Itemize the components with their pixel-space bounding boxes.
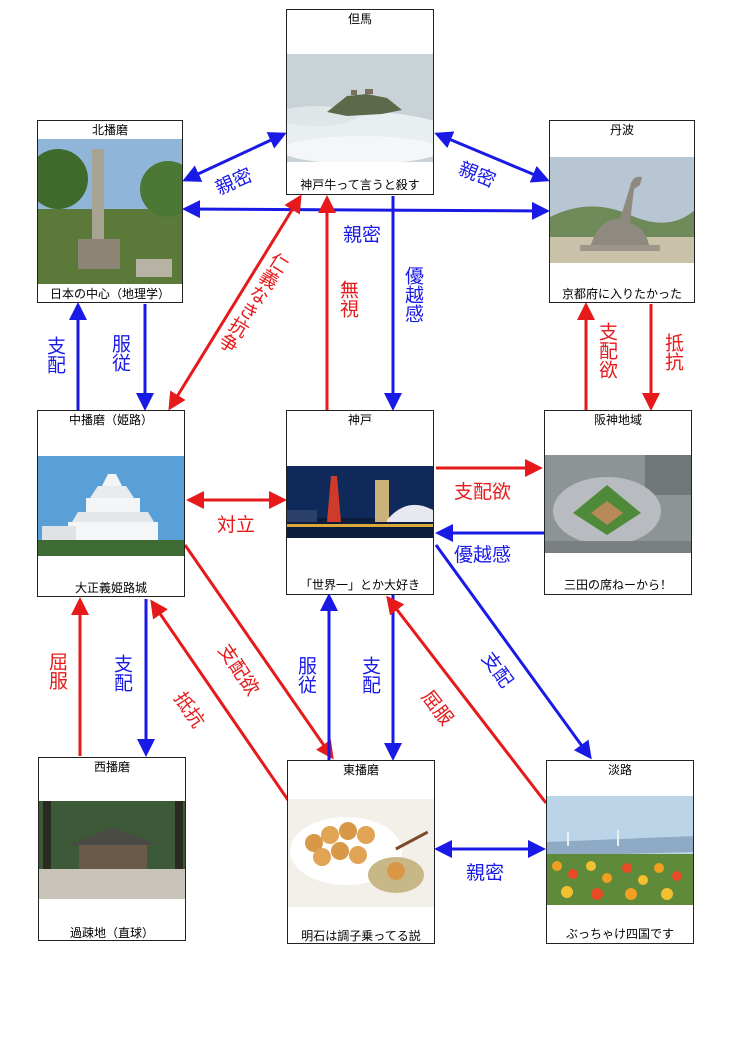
castle-photo <box>287 54 433 162</box>
arrow-naka-higashi <box>183 544 334 760</box>
arrow-kita-tanba <box>182 200 550 220</box>
label-kobe-tajima: 無視 <box>337 280 359 318</box>
label-nishi-naka: 屈服 <box>46 652 68 690</box>
node-title: 西播磨 <box>93 760 130 774</box>
flower-field-photo <box>547 796 693 905</box>
arrow-awaji-kobe <box>386 595 548 804</box>
node-caption: 京都府に入りたかった <box>561 287 682 301</box>
node-caption: 三田の席ねーから！ <box>563 578 672 592</box>
node-tajima: 但馬 神戸牛って言うと殺す <box>286 9 434 195</box>
label-kita-tanba: 親密 <box>343 224 382 246</box>
node-title: 淡路 <box>607 763 632 777</box>
label-naka-kobe: 対立 <box>217 514 256 536</box>
akashiyaki-photo <box>288 799 434 907</box>
label-naka-kita: 支配 <box>44 336 66 374</box>
node-tanba: 丹波 京都府に入りたかった <box>549 120 695 303</box>
node-higashiharima: 東播磨 明石は調子乗ってる説 <box>287 760 435 944</box>
kobe-port-photo <box>287 466 433 538</box>
node-kobe: 神戸 「世界一」とか大好き <box>286 410 434 595</box>
node-hanshin: 阪神地域 三田の席ねーから！ <box>544 410 692 595</box>
monument-photo <box>38 139 182 284</box>
label-naka-nishi: 支配 <box>111 654 133 692</box>
node-caption: ぶっちゃけ四国です <box>565 927 674 941</box>
arrow-kita-tajima <box>182 132 287 182</box>
label-higashi-kobe: 服従 <box>295 656 317 694</box>
node-title: 中播磨（姫路） <box>68 413 153 427</box>
node-title: 但馬 <box>347 12 372 26</box>
arrow-higashi-naka <box>150 599 290 801</box>
stadium-photo <box>545 455 691 553</box>
label-hanshin-kobe: 優越感 <box>454 544 512 566</box>
label-tajima-kobe: 優越感 <box>402 266 424 323</box>
shrine-photo <box>39 801 185 899</box>
node-caption: 神戸牛って言うと殺す <box>300 178 420 192</box>
arrow-tajima-tanba <box>434 131 550 183</box>
node-nishiharima: 西播磨 過疎地（直球） <box>38 757 186 941</box>
label-kobe-hanshin: 支配欲 <box>454 481 512 503</box>
arrow-kobe-awaji <box>434 544 592 760</box>
node-caption: 大正義姫路城 <box>74 581 147 595</box>
node-nakaharima: 中播磨（姫路） 大正義姫路城 <box>37 410 185 597</box>
node-title: 丹波 <box>609 123 634 137</box>
node-title: 神戸 <box>347 413 372 427</box>
node-caption: 日本の中心（地理学） <box>49 287 170 301</box>
node-kitaharima: 北播磨 日本の中心（地理学） <box>37 120 183 303</box>
node-caption: 過疎地（直球） <box>69 926 154 940</box>
label-higashi-awaji: 親密 <box>466 862 505 884</box>
arrow-naka-tajima <box>168 194 302 411</box>
node-title: 阪神地域 <box>593 413 642 427</box>
node-caption: 明石は調子乗ってる説 <box>301 929 421 943</box>
node-title: 北播磨 <box>91 123 128 137</box>
node-title: 東播磨 <box>342 763 379 777</box>
label-tanba-hanshin: 抵抗 <box>662 333 684 371</box>
label-kobe-higashi: 支配 <box>359 656 381 694</box>
dinosaur-photo <box>550 157 694 263</box>
himeji-castle-photo <box>38 456 184 556</box>
node-awaji: 淡路 ぶっちゃけ四国です <box>546 760 694 944</box>
label-hanshin-tanba: 支配欲 <box>596 322 618 379</box>
label-kita-naka: 服従 <box>109 334 131 372</box>
node-caption: 「世界一」とか大好き <box>299 578 420 592</box>
